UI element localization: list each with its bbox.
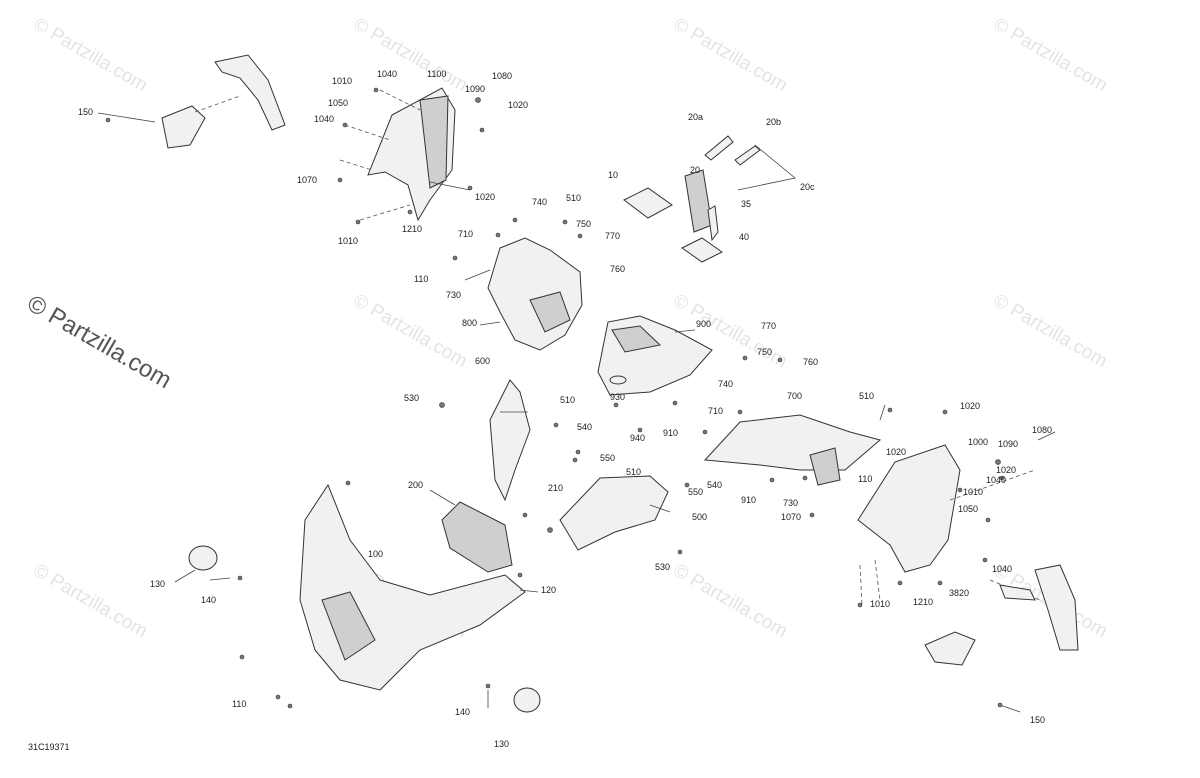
callout-label: 20c (800, 182, 815, 192)
fasteners (105, 87, 1005, 709)
duct-500 (559, 475, 669, 551)
callout-label: 130 (494, 739, 510, 749)
callout-label: 20b (766, 117, 782, 127)
callout-label: 800 (462, 318, 478, 328)
callout-label: 1210 (402, 224, 423, 234)
upper-panel-800 (487, 237, 583, 351)
callout-label: 1070 (781, 512, 802, 522)
callout-label: 210 (548, 483, 564, 493)
callout-label: 760 (803, 357, 819, 367)
grille-200 (441, 501, 513, 573)
callout-label: 710 (458, 229, 474, 239)
callout-label: 150 (78, 107, 94, 117)
callout-label: 740 (532, 197, 548, 207)
callout-label: 600 (475, 356, 491, 366)
callout-label: 1010 (963, 487, 984, 497)
callout-label: 1040 (314, 114, 335, 124)
callout-label: 770 (761, 321, 777, 331)
callout-label: 120 (541, 585, 557, 595)
callout-label: 710 (708, 406, 724, 416)
callout-label: 200 (408, 480, 424, 490)
callout-label: 1090 (998, 439, 1019, 449)
callout-label: 760 (610, 264, 626, 274)
callout-label: 750 (757, 347, 773, 357)
callout-label: 940 (630, 433, 646, 443)
callout-label: 910 (741, 495, 757, 505)
callout-label: 40 (739, 232, 750, 242)
callout-label: 510 (560, 395, 576, 405)
mirror-arm-right (924, 564, 1079, 666)
side-panel-1000 (857, 444, 1041, 606)
callout-label: 1090 (465, 84, 486, 94)
front-fascia-100 (299, 483, 526, 691)
diagram-id: 31C19371 (28, 742, 70, 752)
callout-label: 110 (232, 699, 247, 709)
callout-label: 1040 (377, 69, 398, 79)
callout-label: 10 (608, 170, 619, 180)
callout-label: 550 (688, 487, 704, 497)
callout-label: 1020 (886, 447, 907, 457)
cover-900 (597, 315, 713, 396)
leader-lines (97, 112, 1056, 713)
callout-label: 770 (605, 231, 621, 241)
callout-label: 1010 (332, 76, 353, 86)
callout-label: 740 (718, 379, 734, 389)
callout-label: 730 (783, 498, 799, 508)
callout-label: 540 (707, 480, 723, 490)
callout-label: 510 (626, 467, 642, 477)
callout-label: 1020 (996, 465, 1017, 475)
callout-label: 910 (663, 428, 679, 438)
callout-label: 1020 (475, 192, 496, 202)
callout-label: 35 (741, 199, 752, 209)
callout-label: 1020 (508, 100, 529, 110)
callout-label: 20 (690, 165, 701, 175)
callout-label: 110 (858, 474, 873, 484)
callout-label: 1100 (427, 69, 447, 79)
callout-label: 900 (696, 319, 712, 329)
callout-label: 540 (577, 422, 593, 432)
callout-label: 140 (201, 595, 217, 605)
callout-label: 930 (610, 392, 626, 402)
callout-label: 530 (404, 393, 420, 403)
callout-label: 730 (446, 290, 462, 300)
callout-label: 1000 (968, 437, 989, 447)
callout-label: 750 (576, 219, 592, 229)
callout-label: 510 (859, 391, 875, 401)
callout-label: 1080 (492, 71, 513, 81)
callout-label: 1010 (338, 236, 359, 246)
callout-label: 1020 (960, 401, 981, 411)
callout-label: 1040 (992, 564, 1013, 574)
callout-label: 1070 (297, 175, 318, 185)
callout-label: 530 (655, 562, 671, 572)
callout-label: 3820 (949, 588, 970, 598)
callout-label: 130 (150, 579, 166, 589)
callout-label: 110 (414, 274, 429, 284)
lamp-lenses (188, 545, 541, 713)
callout-label: 1040 (986, 475, 1007, 485)
callout-label: 1010 (870, 599, 891, 609)
callout-label: 1210 (913, 597, 934, 607)
callout-label: 500 (692, 512, 708, 522)
callout-label: 700 (787, 391, 803, 401)
callout-label: 20a (688, 112, 704, 122)
panel-700 (703, 414, 882, 486)
callout-label: 1050 (958, 504, 979, 514)
callout-label: 1080 (1032, 425, 1053, 435)
callout-label: 550 (600, 453, 616, 463)
callout-label: 150 (1030, 715, 1046, 725)
callout-label: 1050 (328, 98, 349, 108)
callout-label: 510 (566, 193, 582, 203)
side-panel-1100 (339, 87, 456, 222)
mirror-arm-left (161, 54, 286, 149)
side-panel-600 (489, 379, 531, 502)
callout-label: 140 (455, 707, 471, 717)
kit-items (623, 135, 796, 263)
callout-label: 100 (368, 549, 384, 559)
